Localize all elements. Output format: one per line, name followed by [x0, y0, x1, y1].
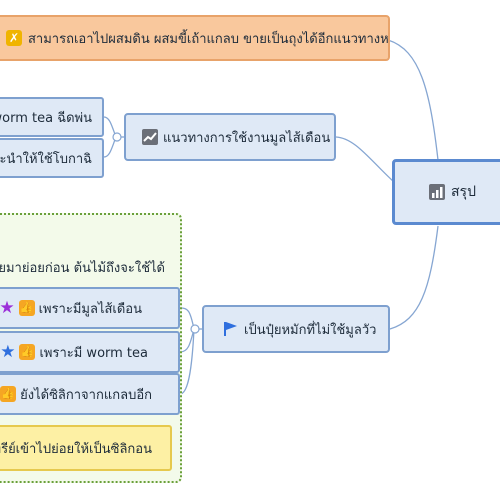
- connector-reason-item-3: [179, 328, 195, 395]
- collapse-toggle-usage: [112, 132, 122, 142]
- usage-item-worm-tea[interactable]: worm tea ฉีดพ่น: [0, 97, 104, 137]
- line-chart-icon: [142, 129, 158, 145]
- collapse-toggle-reason: [190, 324, 200, 334]
- top-note-text: สามารถเอาไปผสมดิน ผสมขี้เถ้าแกลบ ขายเป็น…: [28, 31, 390, 47]
- usage-item-label: worm tea ฉีดพ่น: [0, 110, 92, 126]
- root-label: สรุป: [451, 184, 476, 200]
- connector-root-usage: [335, 136, 395, 183]
- usage-node[interactable]: แนวทางการใช้งานมูลไส้เดือน: [124, 113, 336, 161]
- lightbulb-icon: ✗: [6, 30, 22, 46]
- reason-item-label: เพราะมี worm tea: [39, 345, 148, 361]
- reason-note[interactable]: นทรีย์เข้าไปย่อยให้เป็นซิลิกอน: [0, 425, 172, 471]
- thumbs-up-icon: 👍: [19, 344, 36, 360]
- flag-icon: [224, 322, 237, 336]
- top-note-node[interactable]: ✗ สามารถเอาไปผสมดิน ผสมขี้เถ้าแกลบ ขายเป…: [0, 15, 390, 61]
- blue-star-icon: ★: [0, 342, 16, 362]
- usage-item-label: แนะนำให้ใช้โบกาฉิ: [0, 151, 92, 167]
- usage-item-bokashi[interactable]: แนะนำให้ใช้โบกาฉิ: [0, 138, 104, 178]
- bar-chart-icon: [429, 184, 445, 200]
- connector-reason-item-2: [179, 328, 195, 353]
- reason-item-label: เพราะมีมูลไส้เดือน: [38, 301, 142, 317]
- thumbs-up-icon: 👍: [0, 386, 17, 402]
- reason-item-label: ยังได้ซิลิกาจากแกลบอีก: [20, 387, 152, 403]
- reason-item-silica[interactable]: ★ 👍 ยังได้ซิลิกาจากแกลบอีก: [0, 373, 180, 415]
- reason-item-worm-tea[interactable]: ★ 👍 เพราะมี worm tea: [0, 331, 180, 373]
- connector-root-reason: [389, 225, 439, 330]
- reason-group-title-text: ปุ๋ยมาย่อยก่อน ต้นไม้ถึงจะใช้ได้: [0, 260, 165, 276]
- thumbs-up-icon: 👍: [18, 300, 35, 316]
- usage-label: แนวทางการใช้งานมูลไส้เดือน: [163, 130, 331, 146]
- connector-root-top-note: [387, 39, 439, 161]
- reason-label: เป็นปุ๋ยหมักที่ไม่ใช้มูลวัว: [244, 322, 377, 338]
- reason-item-worm-castings[interactable]: ★ 👍 เพราะมีมูลไส้เดือน: [0, 287, 180, 329]
- purple-star-icon: ★: [0, 298, 15, 318]
- root-node[interactable]: สรุป: [392, 159, 500, 225]
- reason-note-text: นทรีย์เข้าไปย่อยให้เป็นซิลิกอน: [0, 441, 152, 457]
- reason-group-title: ปุ๋ยมาย่อยก่อน ต้นไม้ถึงจะใช้ได้: [0, 255, 165, 279]
- reason-node[interactable]: เป็นปุ๋ยหมักที่ไม่ใช้มูลวัว: [202, 305, 390, 353]
